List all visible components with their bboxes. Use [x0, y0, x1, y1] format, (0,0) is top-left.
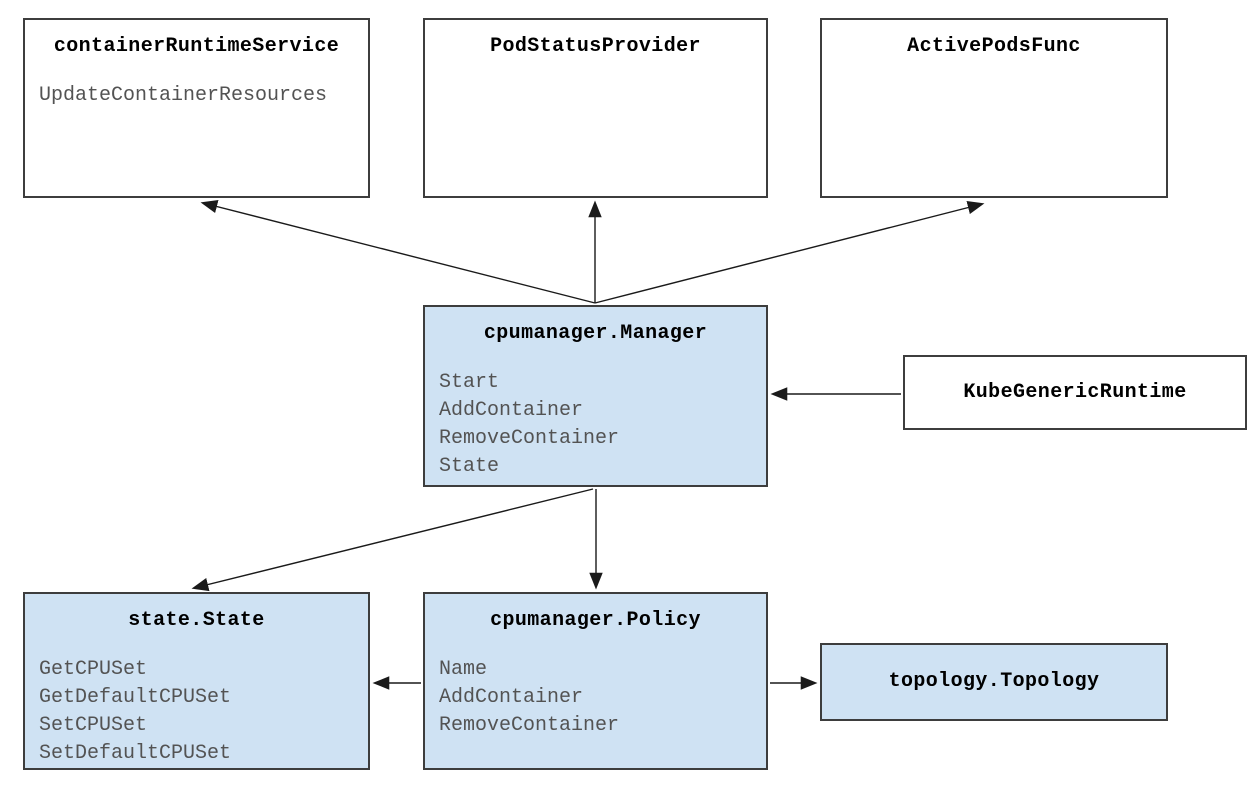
node-topology-topology: topology.Topology [820, 643, 1168, 721]
node-title: state.State [128, 609, 265, 632]
node-container-runtime-service: containerRuntimeService UpdateContainerR… [23, 18, 370, 198]
node-pod-status-provider: PodStatusProvider [423, 18, 768, 198]
node-title: cpumanager.Manager [483, 322, 708, 345]
node-title: containerRuntimeService [53, 35, 340, 58]
edge-manager-to-container-runtime-service [200, 200, 596, 304]
node-methods: GetCPUSet GetDefaultCPUSet SetCPUSet Set… [39, 658, 232, 765]
node-title: topology.Topology [888, 670, 1100, 693]
node-active-pods-func: ActivePodsFunc [820, 18, 1168, 198]
node-title: KubeGenericRuntime [963, 380, 1187, 404]
node-title: ActivePodsFunc [907, 35, 1081, 58]
node-cpumanager-manager: cpumanager.Manager Start AddContainer Re… [423, 305, 768, 487]
node-cpumanager-policy: cpumanager.Policy Name AddContainer Remo… [423, 592, 768, 770]
edge-manager-to-state [191, 488, 594, 592]
node-kube-generic-runtime: KubeGenericRuntime [903, 355, 1247, 430]
node-title: PodStatusProvider [490, 35, 701, 58]
node-methods: Start AddContainer RemoveContainer State [439, 371, 620, 478]
node-methods: Name AddContainer RemoveContainer [439, 658, 620, 737]
node-title: cpumanager.Policy [490, 609, 701, 632]
node-methods: UpdateContainerResources [39, 84, 328, 107]
edge-manager-to-active-pods-func [594, 201, 985, 304]
node-state-state: state.State GetCPUSet GetDefaultCPUSet S… [23, 592, 370, 770]
